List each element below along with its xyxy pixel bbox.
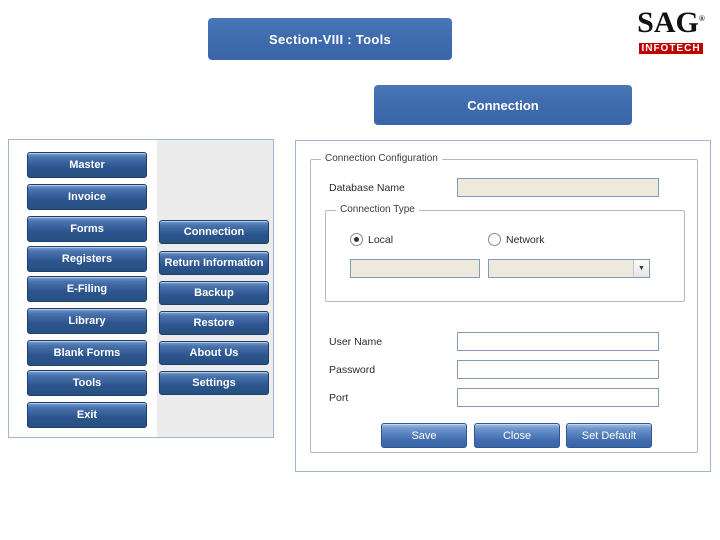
save-button[interactable]: Save	[381, 423, 467, 448]
radio-network-indicator[interactable]	[488, 233, 501, 246]
sag-infotech-logo: SAG® INFOTECH	[630, 4, 712, 56]
network-connection-dropdown[interactable]: ▼	[488, 259, 650, 278]
port-input[interactable]	[457, 388, 659, 407]
connection-configuration-window: Connection Configuration Database Name C…	[295, 140, 711, 472]
database-name-input[interactable]	[457, 178, 659, 197]
logo-wordmark: SAG®	[630, 4, 712, 38]
user-name-input[interactable]	[457, 332, 659, 351]
menu-button-invoice[interactable]: Invoice	[27, 184, 147, 210]
menu-button-return-information[interactable]: Return Information	[159, 251, 269, 275]
menu-button-registers[interactable]: Registers	[27, 246, 147, 272]
menu-button-forms[interactable]: Forms	[27, 216, 147, 242]
menu-button-library[interactable]: Library	[27, 308, 147, 334]
network-connection-value	[489, 260, 633, 277]
chevron-down-icon[interactable]: ▼	[633, 260, 649, 277]
logo-subtitle: INFOTECH	[639, 43, 703, 54]
menu-button-about-us[interactable]: About Us	[159, 341, 269, 365]
radio-local-label: Local	[368, 233, 394, 246]
section-title-text: Section-VIII : Tools	[268, 31, 392, 47]
radio-network[interactable]: Network	[488, 233, 545, 246]
radio-network-label: Network	[506, 233, 545, 246]
connection-configuration-group: Connection Configuration Database Name C…	[310, 153, 698, 453]
menu-button-tools[interactable]: Tools	[27, 370, 147, 396]
set-default-button[interactable]: Set Default	[566, 423, 652, 448]
database-name-label: Database Name	[329, 182, 405, 194]
menu-button-e-filing[interactable]: E-Filing	[27, 276, 147, 302]
radio-local-indicator[interactable]	[350, 233, 363, 246]
menu-button-exit[interactable]: Exit	[27, 402, 147, 428]
connection-configuration-legend: Connection Configuration	[321, 153, 442, 164]
connection-section-banner: Connection	[374, 85, 632, 125]
registered-mark: ®	[698, 14, 705, 23]
connection-section-text: Connection	[467, 97, 539, 113]
menu-button-settings[interactable]: Settings	[159, 371, 269, 395]
menu-button-blank-forms[interactable]: Blank Forms	[27, 340, 147, 366]
password-label: Password	[329, 364, 376, 376]
application-menu-window: Master Invoice Forms Registers E-Filing …	[8, 139, 274, 438]
connection-type-group: Connection Type Local Network ▼	[325, 204, 685, 302]
connection-type-legend: Connection Type	[336, 204, 419, 215]
user-name-label: User Name	[329, 336, 383, 348]
logo-main-text: SAG	[637, 6, 699, 39]
radio-local[interactable]: Local	[350, 233, 393, 246]
menu-button-connection[interactable]: Connection	[159, 220, 269, 244]
password-input[interactable]	[457, 360, 659, 379]
section-title-banner: Section-VIII : Tools	[208, 18, 452, 60]
menu-button-master[interactable]: Master	[27, 152, 147, 178]
menu-button-restore[interactable]: Restore	[159, 311, 269, 335]
local-connection-input[interactable]	[350, 259, 480, 278]
port-label: Port	[329, 392, 349, 404]
menu-button-backup[interactable]: Backup	[159, 281, 269, 305]
close-button[interactable]: Close	[474, 423, 560, 448]
